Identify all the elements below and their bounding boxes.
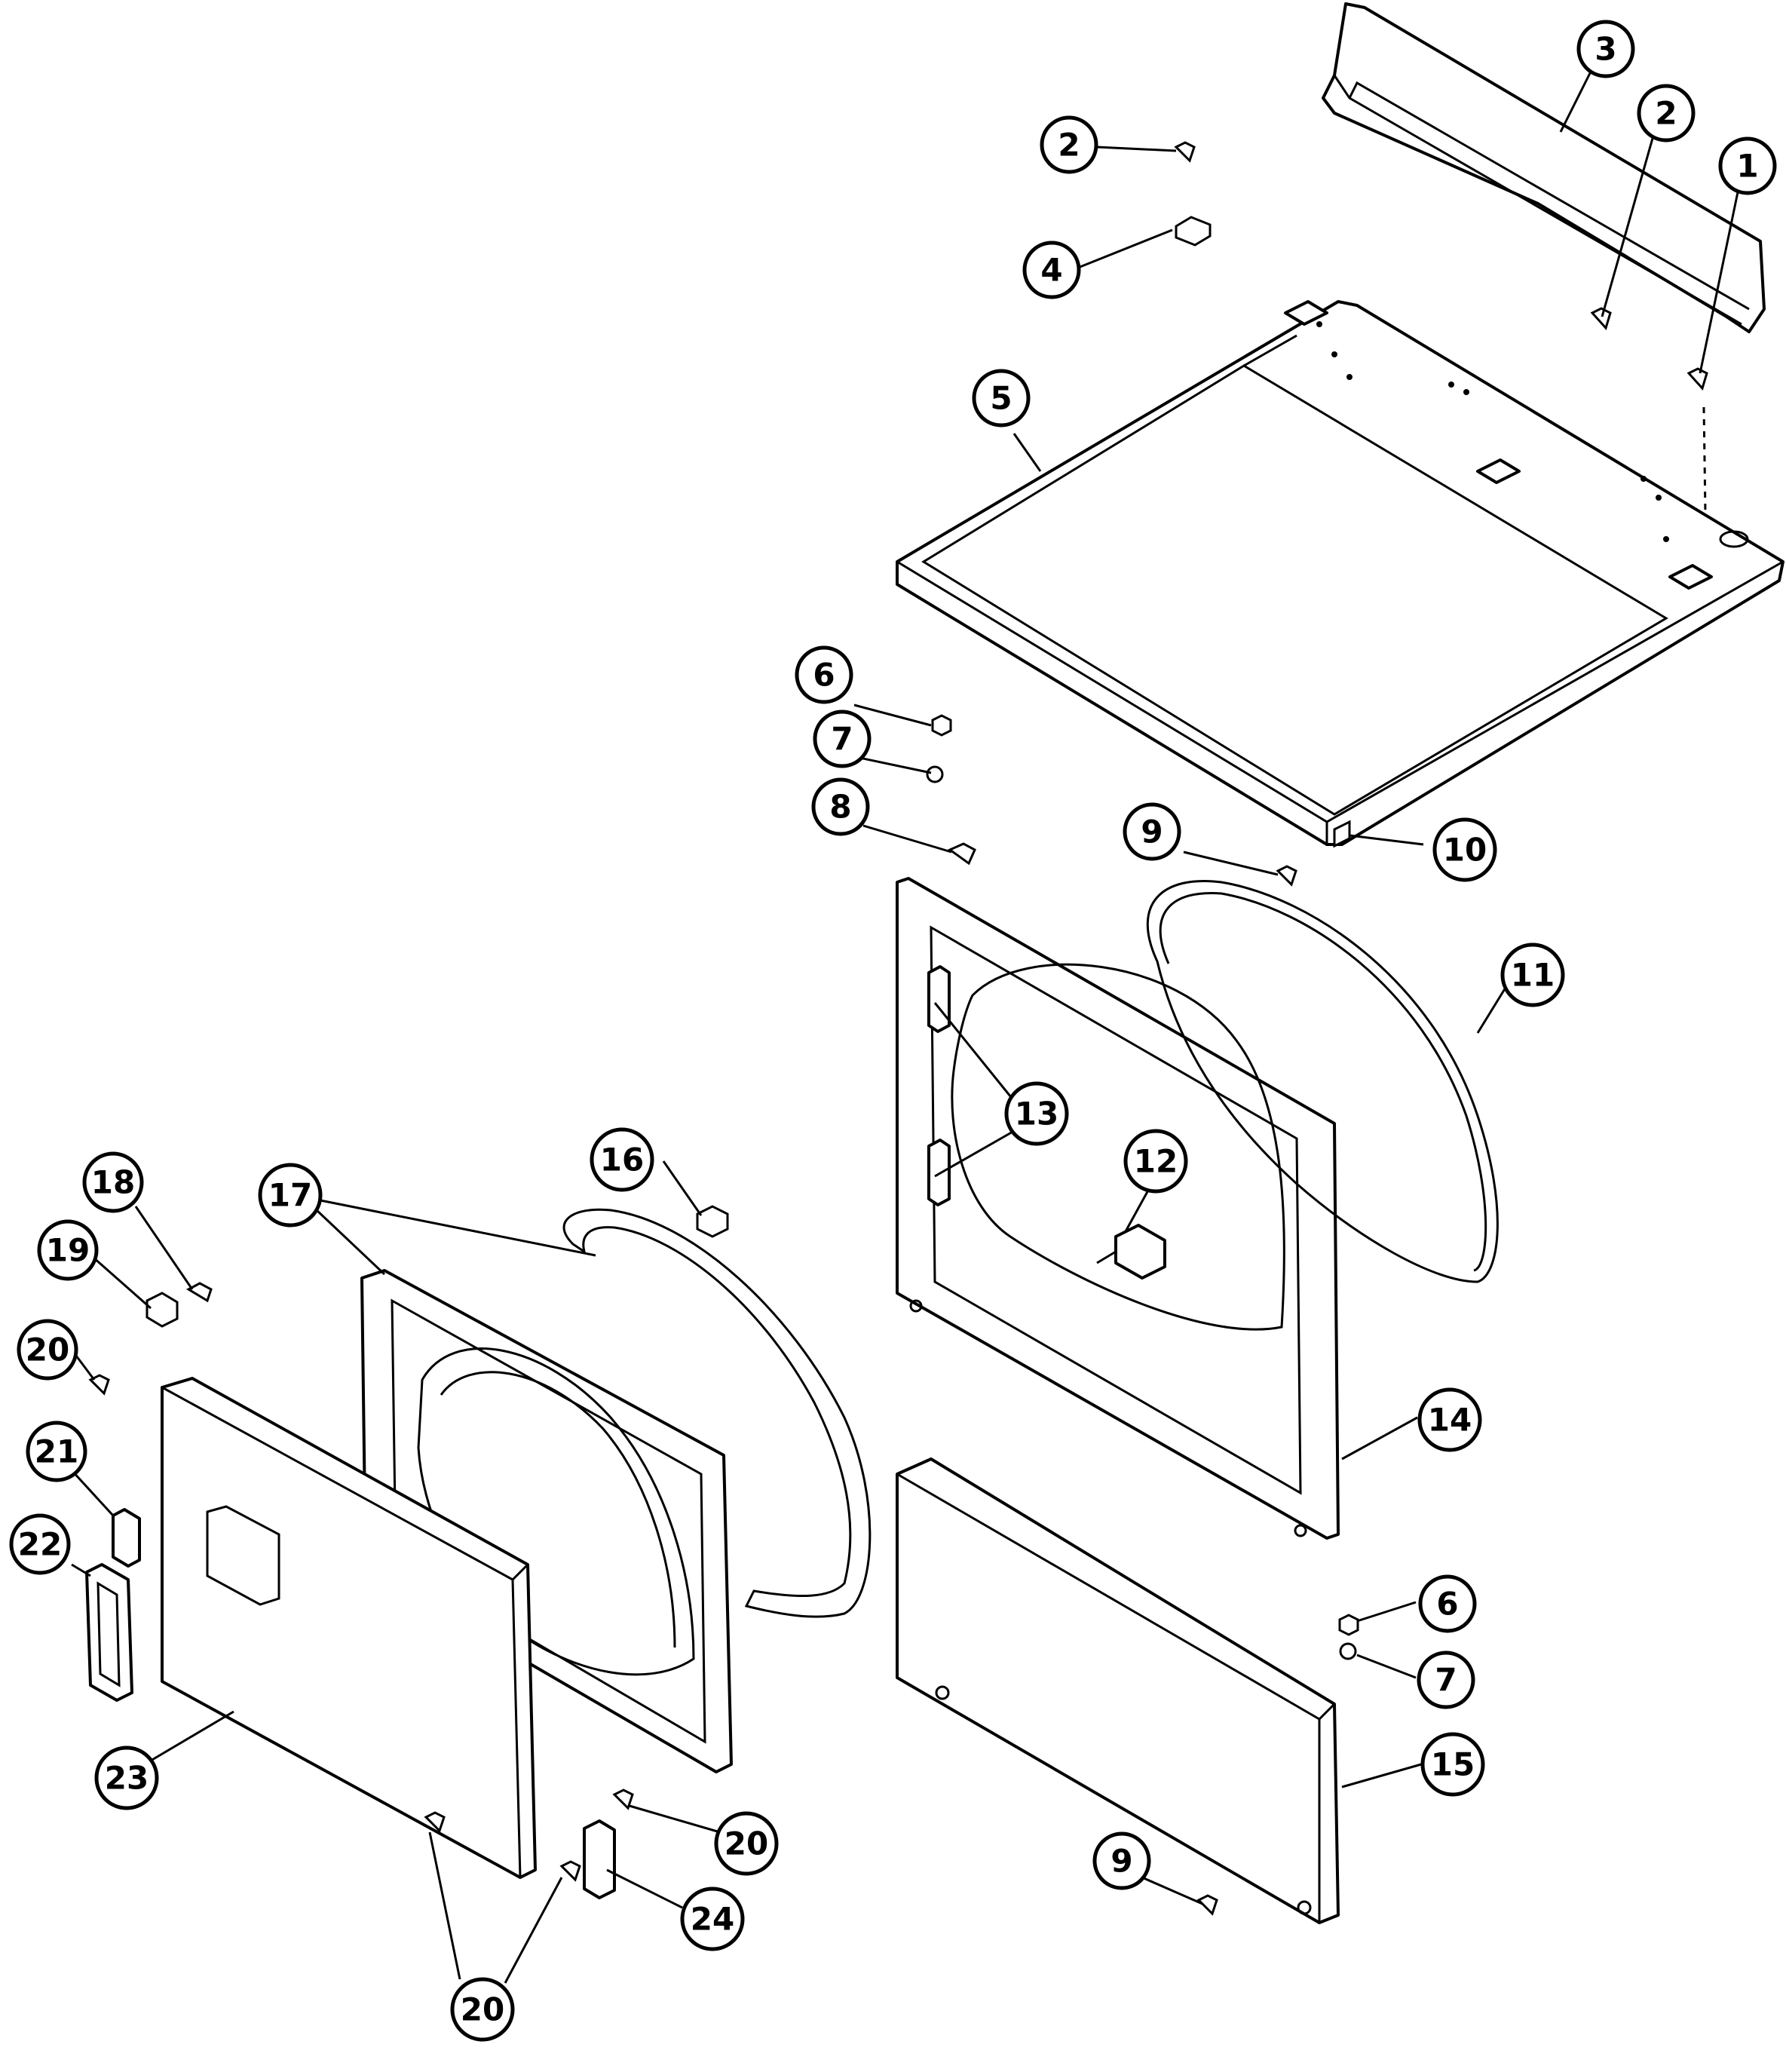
callout-6: 6 bbox=[1418, 1574, 1477, 1633]
svg-text:15: 15 bbox=[1431, 1746, 1475, 1783]
callout-11: 11 bbox=[1500, 943, 1565, 1007]
callout-16: 16 bbox=[590, 1127, 654, 1192]
small-hardware bbox=[88, 141, 1708, 1916]
svg-text:9: 9 bbox=[1111, 1843, 1132, 1880]
svg-text:3: 3 bbox=[1595, 31, 1616, 68]
svg-text:24: 24 bbox=[691, 1901, 734, 1938]
callout-17: 17 bbox=[258, 1163, 323, 1228]
svg-text:11: 11 bbox=[1511, 957, 1555, 994]
callout-2: 2 bbox=[1040, 115, 1098, 174]
callout-8: 8 bbox=[811, 777, 870, 836]
part-handle bbox=[112, 1508, 141, 1568]
leader-lines bbox=[70, 71, 1739, 1984]
svg-text:17: 17 bbox=[268, 1177, 312, 1214]
part-console-bracket bbox=[1322, 2, 1766, 333]
callout-13: 13 bbox=[1004, 1081, 1069, 1146]
callout-6: 6 bbox=[795, 645, 853, 704]
svg-text:19: 19 bbox=[46, 1232, 90, 1269]
part-front-panel bbox=[896, 877, 1340, 1540]
svg-text:5: 5 bbox=[990, 380, 1012, 417]
part-door-outer bbox=[161, 1377, 537, 1879]
callout-9: 9 bbox=[1123, 802, 1181, 861]
svg-text:18: 18 bbox=[91, 1164, 135, 1201]
svg-text:4: 4 bbox=[1040, 252, 1062, 289]
callout-14: 14 bbox=[1417, 1387, 1482, 1452]
callout-4: 4 bbox=[1022, 241, 1081, 299]
callout-24: 24 bbox=[680, 1887, 745, 1951]
callout-20: 20 bbox=[714, 1811, 779, 1876]
part-door-seal bbox=[1146, 880, 1499, 1283]
callout-7: 7 bbox=[1417, 1651, 1475, 1709]
callout-18: 18 bbox=[82, 1151, 144, 1213]
svg-text:9: 9 bbox=[1141, 814, 1163, 851]
svg-text:12: 12 bbox=[1134, 1143, 1178, 1180]
callout-3: 3 bbox=[1576, 20, 1635, 78]
part-handle-bezel bbox=[85, 1563, 133, 1702]
part-door-gasket bbox=[562, 1208, 872, 1618]
svg-text:7: 7 bbox=[831, 721, 853, 758]
callout-12: 12 bbox=[1123, 1129, 1188, 1194]
callout-20: 20 bbox=[450, 1977, 515, 2042]
svg-text:1: 1 bbox=[1736, 148, 1758, 185]
svg-text:10: 10 bbox=[1443, 832, 1487, 869]
callout-1: 1 bbox=[1718, 136, 1777, 195]
callout-7: 7 bbox=[813, 710, 872, 768]
callout-9: 9 bbox=[1092, 1831, 1151, 1890]
svg-text:20: 20 bbox=[26, 1332, 69, 1369]
assembly-line bbox=[1702, 406, 1707, 513]
svg-text:14: 14 bbox=[1428, 1402, 1472, 1439]
svg-text:22: 22 bbox=[18, 1526, 62, 1563]
svg-text:7: 7 bbox=[1435, 1662, 1457, 1699]
callout-10: 10 bbox=[1432, 817, 1497, 882]
callout-5: 5 bbox=[972, 369, 1031, 428]
svg-text:20: 20 bbox=[461, 1991, 504, 2028]
callout-21: 21 bbox=[26, 1421, 87, 1482]
callout-20: 20 bbox=[17, 1319, 78, 1381]
svg-text:8: 8 bbox=[829, 789, 851, 826]
svg-text:6: 6 bbox=[813, 657, 835, 694]
part-toe-panel bbox=[896, 1457, 1340, 1924]
svg-text:2: 2 bbox=[1655, 95, 1677, 132]
callout-23: 23 bbox=[94, 1746, 159, 1810]
callout-2: 2 bbox=[1637, 84, 1696, 143]
part-hinge bbox=[583, 1819, 616, 1899]
callout-19: 19 bbox=[37, 1219, 99, 1281]
svg-text:23: 23 bbox=[105, 1760, 149, 1797]
callout-15: 15 bbox=[1420, 1732, 1485, 1797]
svg-text:13: 13 bbox=[1015, 1096, 1058, 1133]
svg-text:2: 2 bbox=[1058, 127, 1080, 164]
svg-text:6: 6 bbox=[1436, 1586, 1458, 1623]
part-door-switch bbox=[1096, 1224, 1166, 1280]
callout-22: 22 bbox=[9, 1513, 71, 1575]
svg-text:16: 16 bbox=[600, 1142, 644, 1179]
svg-text:20: 20 bbox=[725, 1825, 768, 1862]
svg-text:21: 21 bbox=[35, 1433, 78, 1470]
part-top-panel bbox=[896, 300, 1784, 846]
